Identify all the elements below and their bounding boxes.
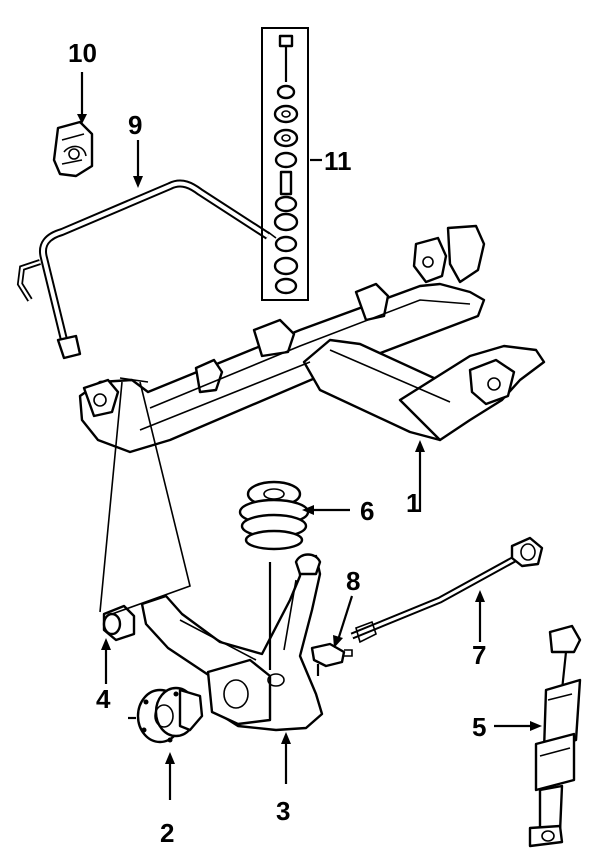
leader-8 [336,595,354,641]
callout-1: 1 [406,488,420,518]
stabilizer-bushing-part [52,120,94,178]
stabilizer-link-kit-part [261,27,309,301]
callout-9: 9 [128,110,142,140]
callout-5: 5 [472,712,486,742]
callout-2: 2 [160,818,174,848]
callout-10: 10 [68,38,97,68]
callout-11: 11 [324,146,352,176]
shock-absorber-part [528,624,582,848]
callout-8: 8 [346,566,360,596]
callout-7: 7 [472,640,486,670]
tie-rod-end-part [310,642,353,676]
lower-control-arm-part [140,553,324,732]
spring-insulator-part [238,480,310,551]
lateral-link-part [350,536,544,644]
callout-3: 3 [276,796,290,826]
stabilizer-bar-part [16,179,271,360]
hub-bearing-part [128,686,204,744]
cradle-subframe-part [78,224,546,454]
callout-6: 6 [360,496,374,526]
callout-4: 4 [96,684,111,714]
control-arm-bushing-part [102,604,136,642]
projection-lines [99,381,191,615]
